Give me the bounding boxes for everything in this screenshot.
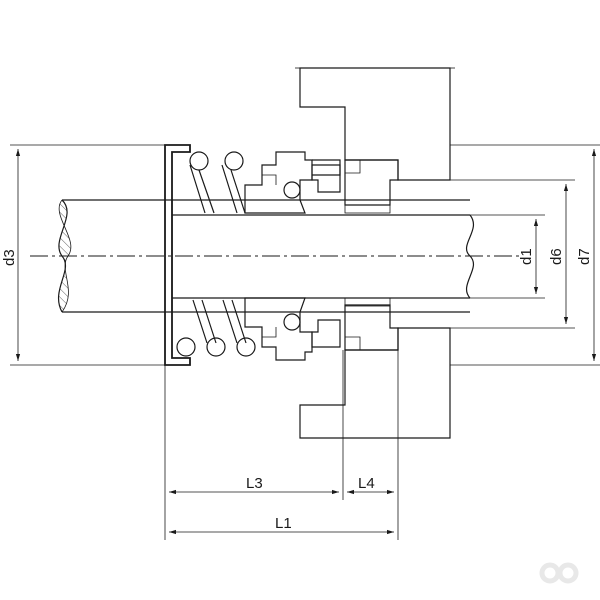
rotating-seal-head-upper <box>244 151 341 214</box>
label-d3: d3 <box>1 249 18 266</box>
stationary-seat-upper <box>344 159 399 214</box>
label-d1: d1 <box>518 248 535 265</box>
label-L4: L4 <box>358 475 375 492</box>
label-d7: d7 <box>576 248 593 265</box>
dimension-d1: d1 <box>470 214 545 299</box>
label-d6: d6 <box>548 248 565 265</box>
label-L1: L1 <box>275 515 292 532</box>
stationary-seat-lower <box>344 297 399 351</box>
housing-lower <box>299 327 451 439</box>
infinity-logo-icon <box>539 562 579 584</box>
spring-coils-upper <box>189 151 246 214</box>
dimension-d6: d6 <box>398 179 575 329</box>
dimension-L3: L3 <box>169 475 339 495</box>
dimension-d3: d3 <box>1 144 165 366</box>
dimension-L4: L4 <box>347 475 394 495</box>
spring-retainer <box>164 144 191 366</box>
spring-coils-lower <box>176 299 256 357</box>
housing-upper <box>295 67 455 181</box>
label-L3: L3 <box>246 475 263 492</box>
dimension-d7: d7 <box>450 144 600 366</box>
dimension-L1: L1 <box>169 515 394 535</box>
rotating-seal-head-lower <box>244 297 341 361</box>
